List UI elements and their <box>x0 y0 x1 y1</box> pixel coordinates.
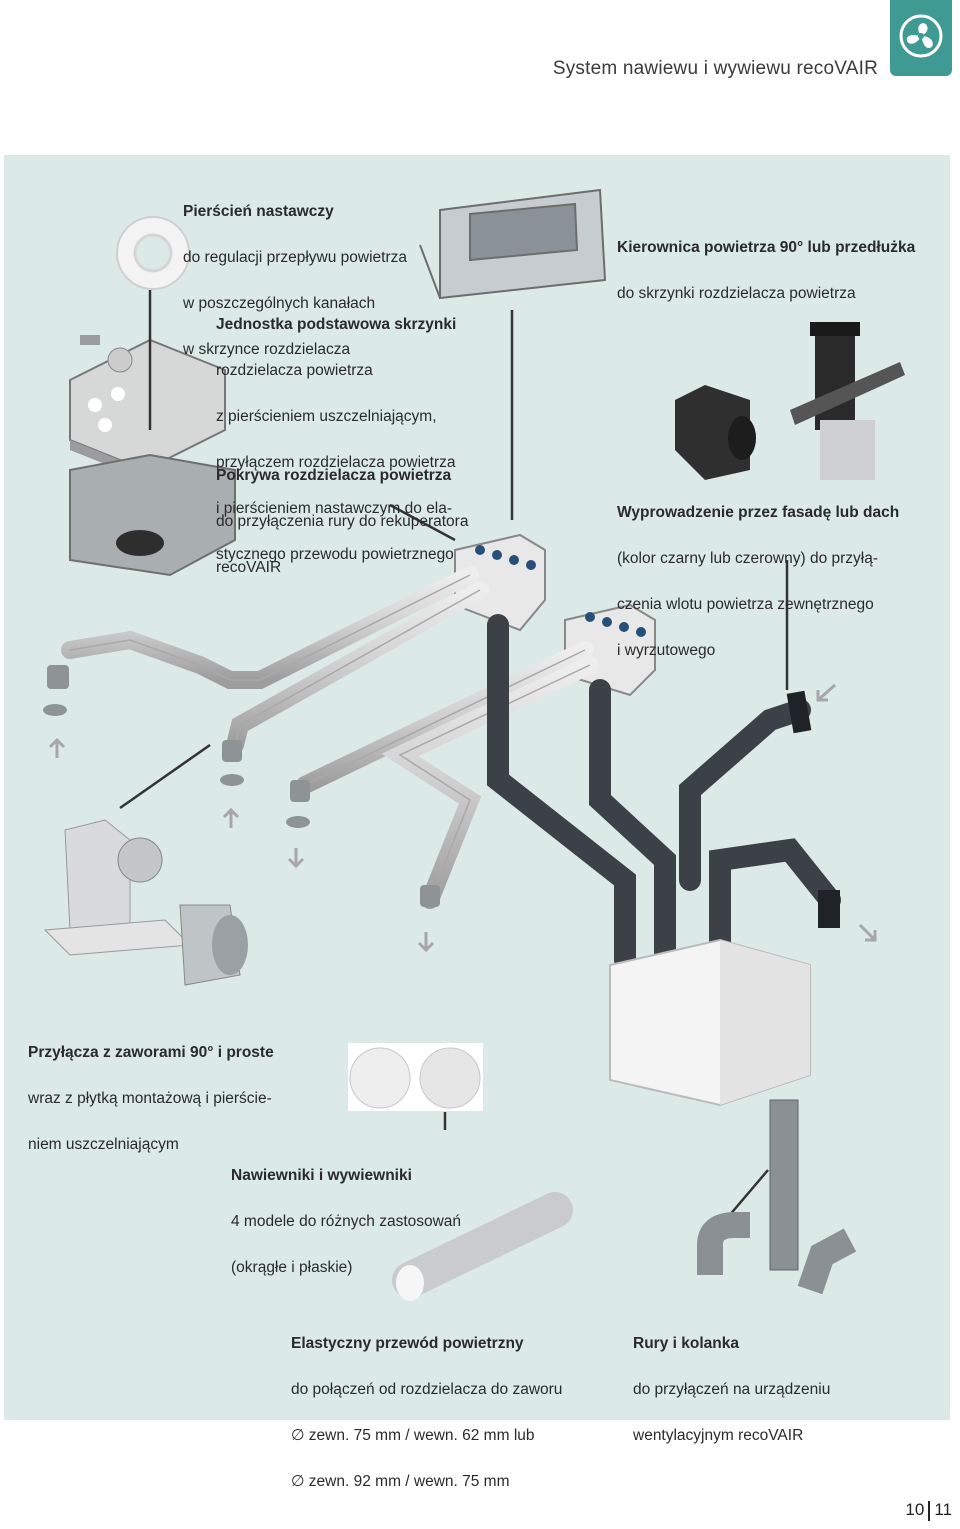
label-base-unit: Jednostka podstawowa skrzynki rozdzielac… <box>216 290 456 589</box>
label-pipes: Rury i kolanka do przyłączeń na urządzen… <box>633 1309 830 1470</box>
air-guide-image <box>419 188 607 300</box>
label-line: do skrzynki rozdzielacza powietrza <box>617 285 856 302</box>
label-line: 4 modele do różnych zastosowań <box>231 1213 462 1230</box>
label-line: niem uszczelniającym <box>28 1136 179 1153</box>
label-title: Rury i kolanka <box>633 1335 739 1352</box>
label-line: rozdzielacza powietrza <box>216 362 373 379</box>
label-line: przyłączem rozdzielacza powietrza <box>216 454 456 471</box>
label-line: do przyłączenia rury do rekuperatora <box>216 513 469 530</box>
heat-recovery-unit-image <box>609 938 811 1107</box>
label-air-guide: Kierownica powietrza 90° lub przedłużka … <box>617 213 915 328</box>
adjustment-ring-image <box>116 216 190 290</box>
label-line: i pierścieniem nastawczym do ela- <box>216 500 453 517</box>
label-line: i wyrzutowego <box>617 642 716 659</box>
label-title: Wyprowadzenie przez fasadę lub dach <box>617 504 900 521</box>
distributor-base-image <box>69 335 226 480</box>
valve-icons <box>43 665 440 907</box>
diffusers-image <box>348 1043 483 1111</box>
label-diffusers: Nawiewniki i wywiewniki 4 modele do różn… <box>231 1141 461 1302</box>
fan-icon <box>899 14 943 58</box>
fan-tab <box>890 0 952 76</box>
label-roof-outlet: Wyprowadzenie przez fasadę lub dach (kol… <box>617 478 899 685</box>
label-line: (kolor czarny lub czerowny) do przyłą- <box>617 550 879 567</box>
label-line: recoVAIR <box>216 559 282 576</box>
flex-duct-image <box>392 1192 573 1301</box>
label-line: do przyłączeń na urządzeniu <box>633 1381 831 1398</box>
label-line: ∅ zewn. 75 mm / wewn. 62 mm lub <box>291 1427 535 1444</box>
label-line: w poszczególnych kanałach <box>183 295 376 312</box>
label-line: z pierścieniem uszczelniającym, <box>216 408 437 425</box>
page-separator <box>928 1501 931 1521</box>
label-title: Przyłącza z zaworami 90° i proste <box>28 1044 274 1061</box>
label-line: do regulacji przepływu powietrza <box>183 249 408 266</box>
label-line: ∅ zewn. 92 mm / wewn. 75 mm <box>291 1473 510 1490</box>
label-title: Pokrywa rozdzielacza powietrza <box>216 467 452 484</box>
pipes-and-bends-image <box>697 1099 857 1295</box>
page-number: 10 11 <box>905 1500 952 1521</box>
label-valves: Przyłącza z zaworami 90° i proste wraz z… <box>28 1018 274 1179</box>
page-number-left: 10 <box>905 1500 925 1520</box>
label-line: w skrzynce rozdzielacza <box>183 341 351 358</box>
airflow-arrows <box>48 683 877 953</box>
label-adjustment-ring: Pierścień nastawczy do regulacji przepły… <box>183 177 407 384</box>
distributor-cover-image <box>69 453 236 577</box>
label-title: Pierścień nastawczy <box>183 203 334 220</box>
label-line: stycznego przewodu powietrznego <box>216 546 454 563</box>
label-cover: Pokrywa rozdzielacza powietrza do przyłą… <box>216 441 468 602</box>
dark-pipes <box>487 614 841 971</box>
label-line: wraz z płytką montażową i pierście- <box>28 1090 272 1107</box>
label-title: Kierownica powietrza 90° lub przedłużka <box>617 239 916 256</box>
leader-lines <box>119 290 789 1251</box>
label-title: Elastyczny przewód powietrzny <box>291 1335 524 1352</box>
page-title: System nawiewu i wywiewu recoVAIR <box>552 58 878 79</box>
label-line: (okrągłe i płaskie) <box>231 1259 353 1276</box>
valve-detail-image <box>43 819 248 986</box>
page-number-right: 11 <box>934 1500 952 1520</box>
label-title: Nawiewniki i wywiewniki <box>231 1167 412 1184</box>
label-line: do połączeń od rozdzielacza do zaworu <box>291 1381 563 1398</box>
label-line: czenia wlotu powietrza zewnętrznego <box>617 596 874 613</box>
label-flex-duct: Elastyczny przewód powietrzny do połącze… <box>291 1309 562 1516</box>
label-line: wentylacyjnym recoVAIR <box>633 1427 804 1444</box>
roof-outlet-image <box>675 322 905 480</box>
label-title: Jednostka podstawowa skrzynki <box>216 316 457 333</box>
